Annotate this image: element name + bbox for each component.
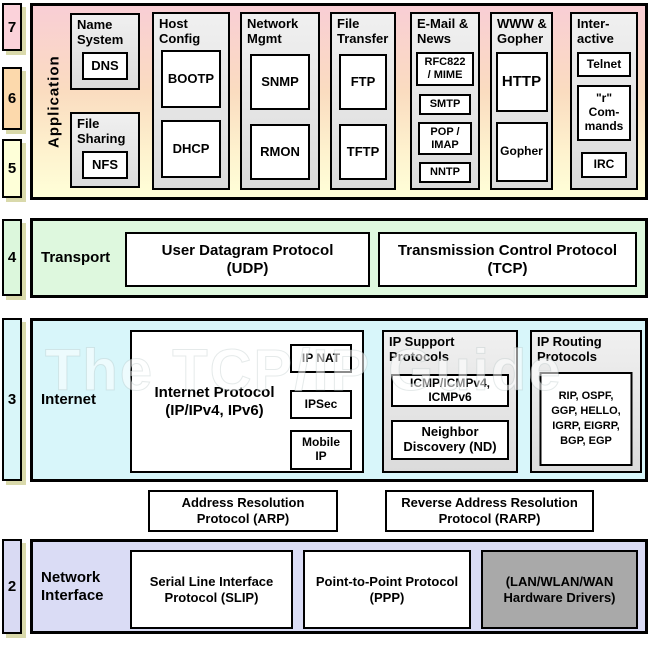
- group-file-transfer: File Transfer FTP TFTP: [330, 12, 396, 190]
- hardware-drivers-box: (LAN/WLAN/WAN Hardware Drivers): [481, 550, 638, 629]
- transport-layer: Transport User Datagram Protocol (UDP) T…: [30, 218, 648, 298]
- group-title: File Transfer: [337, 16, 389, 46]
- protocol-box-ftp: FTP: [339, 54, 387, 110]
- protocol-box-r-commands: "r" Com- mands: [577, 85, 631, 141]
- protocol-box-ipsec: IPSec: [290, 390, 352, 419]
- protocol-box-arp: Address Resolution Protocol (ARP): [148, 490, 338, 532]
- protocol-box-dhcp: DHCP: [161, 120, 221, 178]
- protocol-box-dns: DNS: [82, 52, 128, 80]
- group-interactive: Inter- active Telnet "r" Com- mands IRC: [570, 12, 638, 190]
- group-ip-routing-protocols: IP Routing Protocols RIP, OSPF, GGP, HEL…: [530, 330, 642, 473]
- protocol-box-gopher: Gopher: [495, 122, 548, 182]
- protocol-box-icmp: ICMP/ICMPv4, ICMPv6: [391, 374, 509, 407]
- transport-layer-label: Transport: [41, 249, 111, 266]
- protocol-box-http: HTTP: [495, 52, 548, 112]
- network-interface-layer: Network Interface Serial Line Interface …: [30, 539, 648, 634]
- group-title: WWW & Gopher: [497, 16, 547, 46]
- layer-number-5: 5: [2, 139, 22, 198]
- application-layer-label: Application: [45, 55, 63, 148]
- protocol-box-rarp: Reverse Address Resolution Protocol (RAR…: [385, 490, 594, 532]
- group-www-gopher: WWW & Gopher HTTP Gopher: [490, 12, 553, 190]
- layer-number-7: 7: [2, 3, 22, 51]
- protocol-box-ip-nat: IP NAT: [290, 344, 352, 373]
- protocol-box-snmp: SNMP: [250, 54, 310, 110]
- protocol-box-smtp: SMTP: [419, 94, 471, 115]
- protocol-box-telnet: Telnet: [577, 52, 631, 77]
- protocol-box-nfs: NFS: [82, 151, 128, 179]
- group-network-mgmt: Network Mgmt SNMP RMON: [240, 12, 320, 190]
- group-file-sharing: File Sharing NFS: [70, 112, 140, 188]
- internet-layer: Internet Internet Protocol (IP/IPv4, IPv…: [30, 318, 648, 482]
- layer-number-3: 3: [2, 318, 22, 481]
- group-name-system: Name System DNS: [70, 13, 140, 90]
- protocol-box-udp: User Datagram Protocol (UDP): [125, 232, 370, 287]
- group-title: E-Mail & News: [417, 16, 469, 46]
- group-title: Name System: [77, 17, 124, 47]
- layer-number-4: 4: [2, 219, 22, 296]
- internet-layer-label: Internet: [41, 391, 97, 408]
- application-layer: Application Name System DNS File Sharing…: [30, 3, 648, 200]
- protocol-box-routing-protocols: RIP, OSPF, GGP, HELLO, IGRP, EIGRP, BGP,…: [539, 372, 633, 466]
- group-ip-support-protocols: IP Support Protocols ICMP/ICMPv4, ICMPv6…: [382, 330, 518, 473]
- group-title: Inter- active: [577, 16, 614, 46]
- protocol-box-rfc822-mime: RFC822 / MIME: [416, 52, 474, 86]
- group-title: IP Routing Protocols: [537, 334, 602, 364]
- protocol-box-mobile-ip: Mobile IP: [290, 430, 352, 470]
- layer-number-2: 2: [2, 539, 22, 634]
- protocol-box-tftp: TFTP: [339, 124, 387, 180]
- protocol-box-pop-imap: POP / IMAP: [418, 122, 472, 155]
- protocol-box-neighbor-discovery: Neighbor Discovery (ND): [391, 420, 509, 460]
- protocol-box-tcp: Transmission Control Protocol (TCP): [378, 232, 637, 287]
- group-title: File Sharing: [77, 116, 126, 146]
- protocol-box-irc: IRC: [581, 152, 627, 178]
- protocol-box-ppp: Point-to-Point Protocol (PPP): [303, 550, 471, 629]
- group-title: Host Config: [159, 16, 201, 46]
- protocol-box-rmon: RMON: [250, 124, 310, 180]
- group-email-news: E-Mail & News RFC822 / MIME SMTP POP / I…: [410, 12, 480, 190]
- network-interface-layer-label: Network Interface: [41, 568, 104, 604]
- group-title: IP Support Protocols: [389, 334, 455, 364]
- protocol-box-slip: Serial Line Interface Protocol (SLIP): [130, 550, 293, 629]
- ip-label: Internet Protocol (IP/IPv4, IPv6): [154, 383, 275, 419]
- protocol-box-nntp: NNTP: [419, 162, 471, 183]
- protocol-box-ip: Internet Protocol (IP/IPv4, IPv6) IP NAT…: [130, 330, 364, 473]
- group-host-config: Host Config BOOTP DHCP: [152, 12, 230, 190]
- layer-number-6: 6: [2, 67, 22, 130]
- group-title: Network Mgmt: [247, 16, 299, 46]
- protocol-box-bootp: BOOTP: [161, 50, 221, 108]
